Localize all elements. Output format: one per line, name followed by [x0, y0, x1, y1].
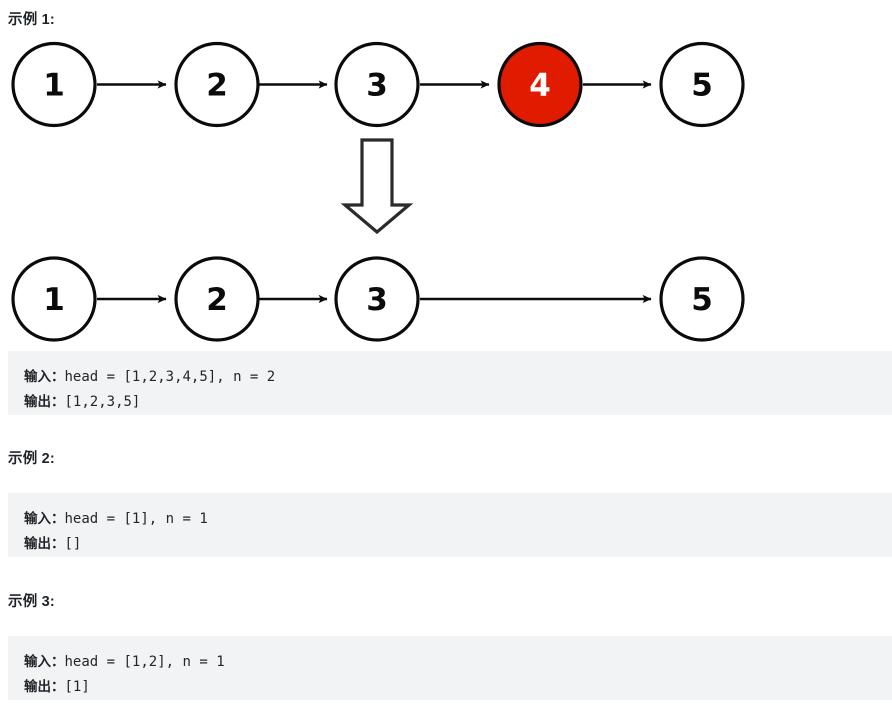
node-circle	[174, 41, 260, 128]
node-label: 3	[366, 282, 388, 318]
output-value: []	[64, 536, 82, 552]
node-circle	[11, 41, 97, 128]
example-2-code-block: 输入：head = [1], n = 1 输出：[]	[8, 493, 892, 557]
output-label: 输出：	[24, 394, 65, 410]
node-after-1: 1	[11, 256, 97, 342]
node-circle	[334, 256, 420, 342]
example-3-input-line: 输入：head = [1,2], n = 1	[24, 650, 892, 675]
input-value: head = [1,2,3,4,5], n = 2	[64, 369, 276, 385]
node-circle-highlighted	[497, 41, 583, 128]
linked-list-row-before: 1 2 3 4	[11, 41, 745, 128]
example-1-heading: 示例 1:	[8, 12, 55, 28]
output-value: [1,2,3,5]	[64, 394, 141, 410]
example-3-output-line: 输出：[1]	[24, 675, 892, 700]
node-label: 2	[206, 282, 228, 318]
node-before-2: 2	[174, 41, 260, 128]
example-1-code-block: 输入：head = [1,2,3,4,5], n = 2 输出：[1,2,3,5…	[8, 351, 892, 415]
node-label: 2	[206, 68, 228, 104]
example-2-output-line: 输出：[]	[24, 532, 892, 557]
input-label: 输入：	[24, 369, 65, 385]
node-label: 4	[529, 68, 551, 104]
example-3-heading: 示例 3:	[8, 594, 55, 610]
node-after-2: 2	[174, 256, 260, 342]
node-label: 5	[691, 282, 713, 318]
input-label: 输入：	[24, 654, 65, 670]
output-label: 输出：	[24, 536, 65, 552]
node-circle	[659, 256, 745, 342]
example-1-input-line: 输入：head = [1,2,3,4,5], n = 2	[24, 365, 892, 390]
linked-list-diagram: 1 2 3 4	[0, 0, 892, 345]
node-label: 1	[43, 68, 65, 104]
node-label: 1	[43, 282, 65, 318]
node-circle	[334, 41, 420, 128]
node-circle	[174, 256, 260, 342]
node-before-1: 1	[11, 41, 97, 128]
example-2-heading: 示例 2:	[8, 451, 55, 467]
node-label: 5	[691, 68, 713, 104]
node-label: 3	[366, 68, 388, 104]
output-label: 输出：	[24, 679, 65, 695]
linked-list-row-after: 1 2 3 5	[11, 256, 745, 342]
input-value: head = [1], n = 1	[64, 511, 208, 527]
example-2-input-line: 输入：head = [1], n = 1	[24, 507, 892, 532]
input-label: 输入：	[24, 511, 65, 527]
output-value: [1]	[64, 679, 90, 695]
node-before-5: 5	[659, 41, 745, 128]
transform-down-arrow-icon	[340, 138, 414, 235]
node-after-5: 5	[659, 256, 745, 342]
example-1-output-line: 输出：[1,2,3,5]	[24, 390, 892, 415]
node-circle	[11, 256, 97, 342]
example-3-code-block: 输入：head = [1,2], n = 1 输出：[1]	[8, 636, 892, 700]
node-before-4-highlighted: 4	[497, 41, 583, 128]
input-value: head = [1,2], n = 1	[64, 654, 225, 670]
node-after-3: 3	[334, 256, 420, 342]
node-circle	[659, 41, 745, 128]
node-before-3: 3	[334, 41, 420, 128]
